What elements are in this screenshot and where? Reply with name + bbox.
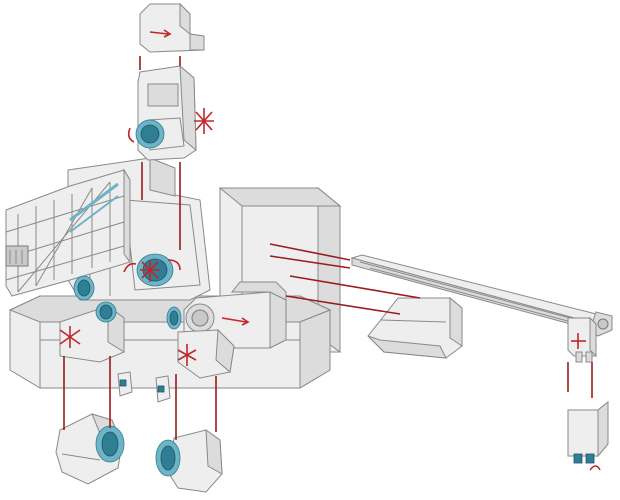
chip-conveyor-unit[interactable] bbox=[367, 296, 463, 359]
tailstock-motor[interactable] bbox=[166, 306, 182, 330]
upper-turret-cover[interactable] bbox=[139, 2, 205, 53]
lower-right-turret-mount[interactable] bbox=[177, 328, 235, 379]
portal-rail-highlight bbox=[69, 182, 119, 233]
left-spindle-motor[interactable] bbox=[73, 275, 95, 301]
gantry-rail[interactable] bbox=[350, 254, 613, 337]
upper-carriage-axis-marker bbox=[194, 108, 214, 134]
tailstock-unit[interactable] bbox=[183, 281, 287, 349]
lower-right-turret[interactable] bbox=[155, 428, 223, 493]
lower-left-turret[interactable] bbox=[55, 413, 125, 485]
portal-gearbox-icon bbox=[5, 245, 29, 267]
rail-drive-belt bbox=[369, 267, 591, 328]
leader-lines bbox=[63, 56, 593, 440]
loader-portal-frame[interactable] bbox=[5, 168, 131, 297]
gantry-gripper[interactable] bbox=[567, 316, 597, 363]
gripper-axis-marker bbox=[571, 333, 586, 349]
upper-turret-motor[interactable] bbox=[127, 119, 165, 149]
gripper-housing[interactable] bbox=[567, 400, 609, 471]
lower-left-turret-mount[interactable] bbox=[59, 301, 125, 363]
main-spindle-axis-marker bbox=[123, 259, 181, 282]
lower-right-axis-marker bbox=[177, 344, 197, 366]
tool-holders[interactable] bbox=[117, 371, 171, 403]
lower-left-axis-marker bbox=[59, 326, 81, 348]
